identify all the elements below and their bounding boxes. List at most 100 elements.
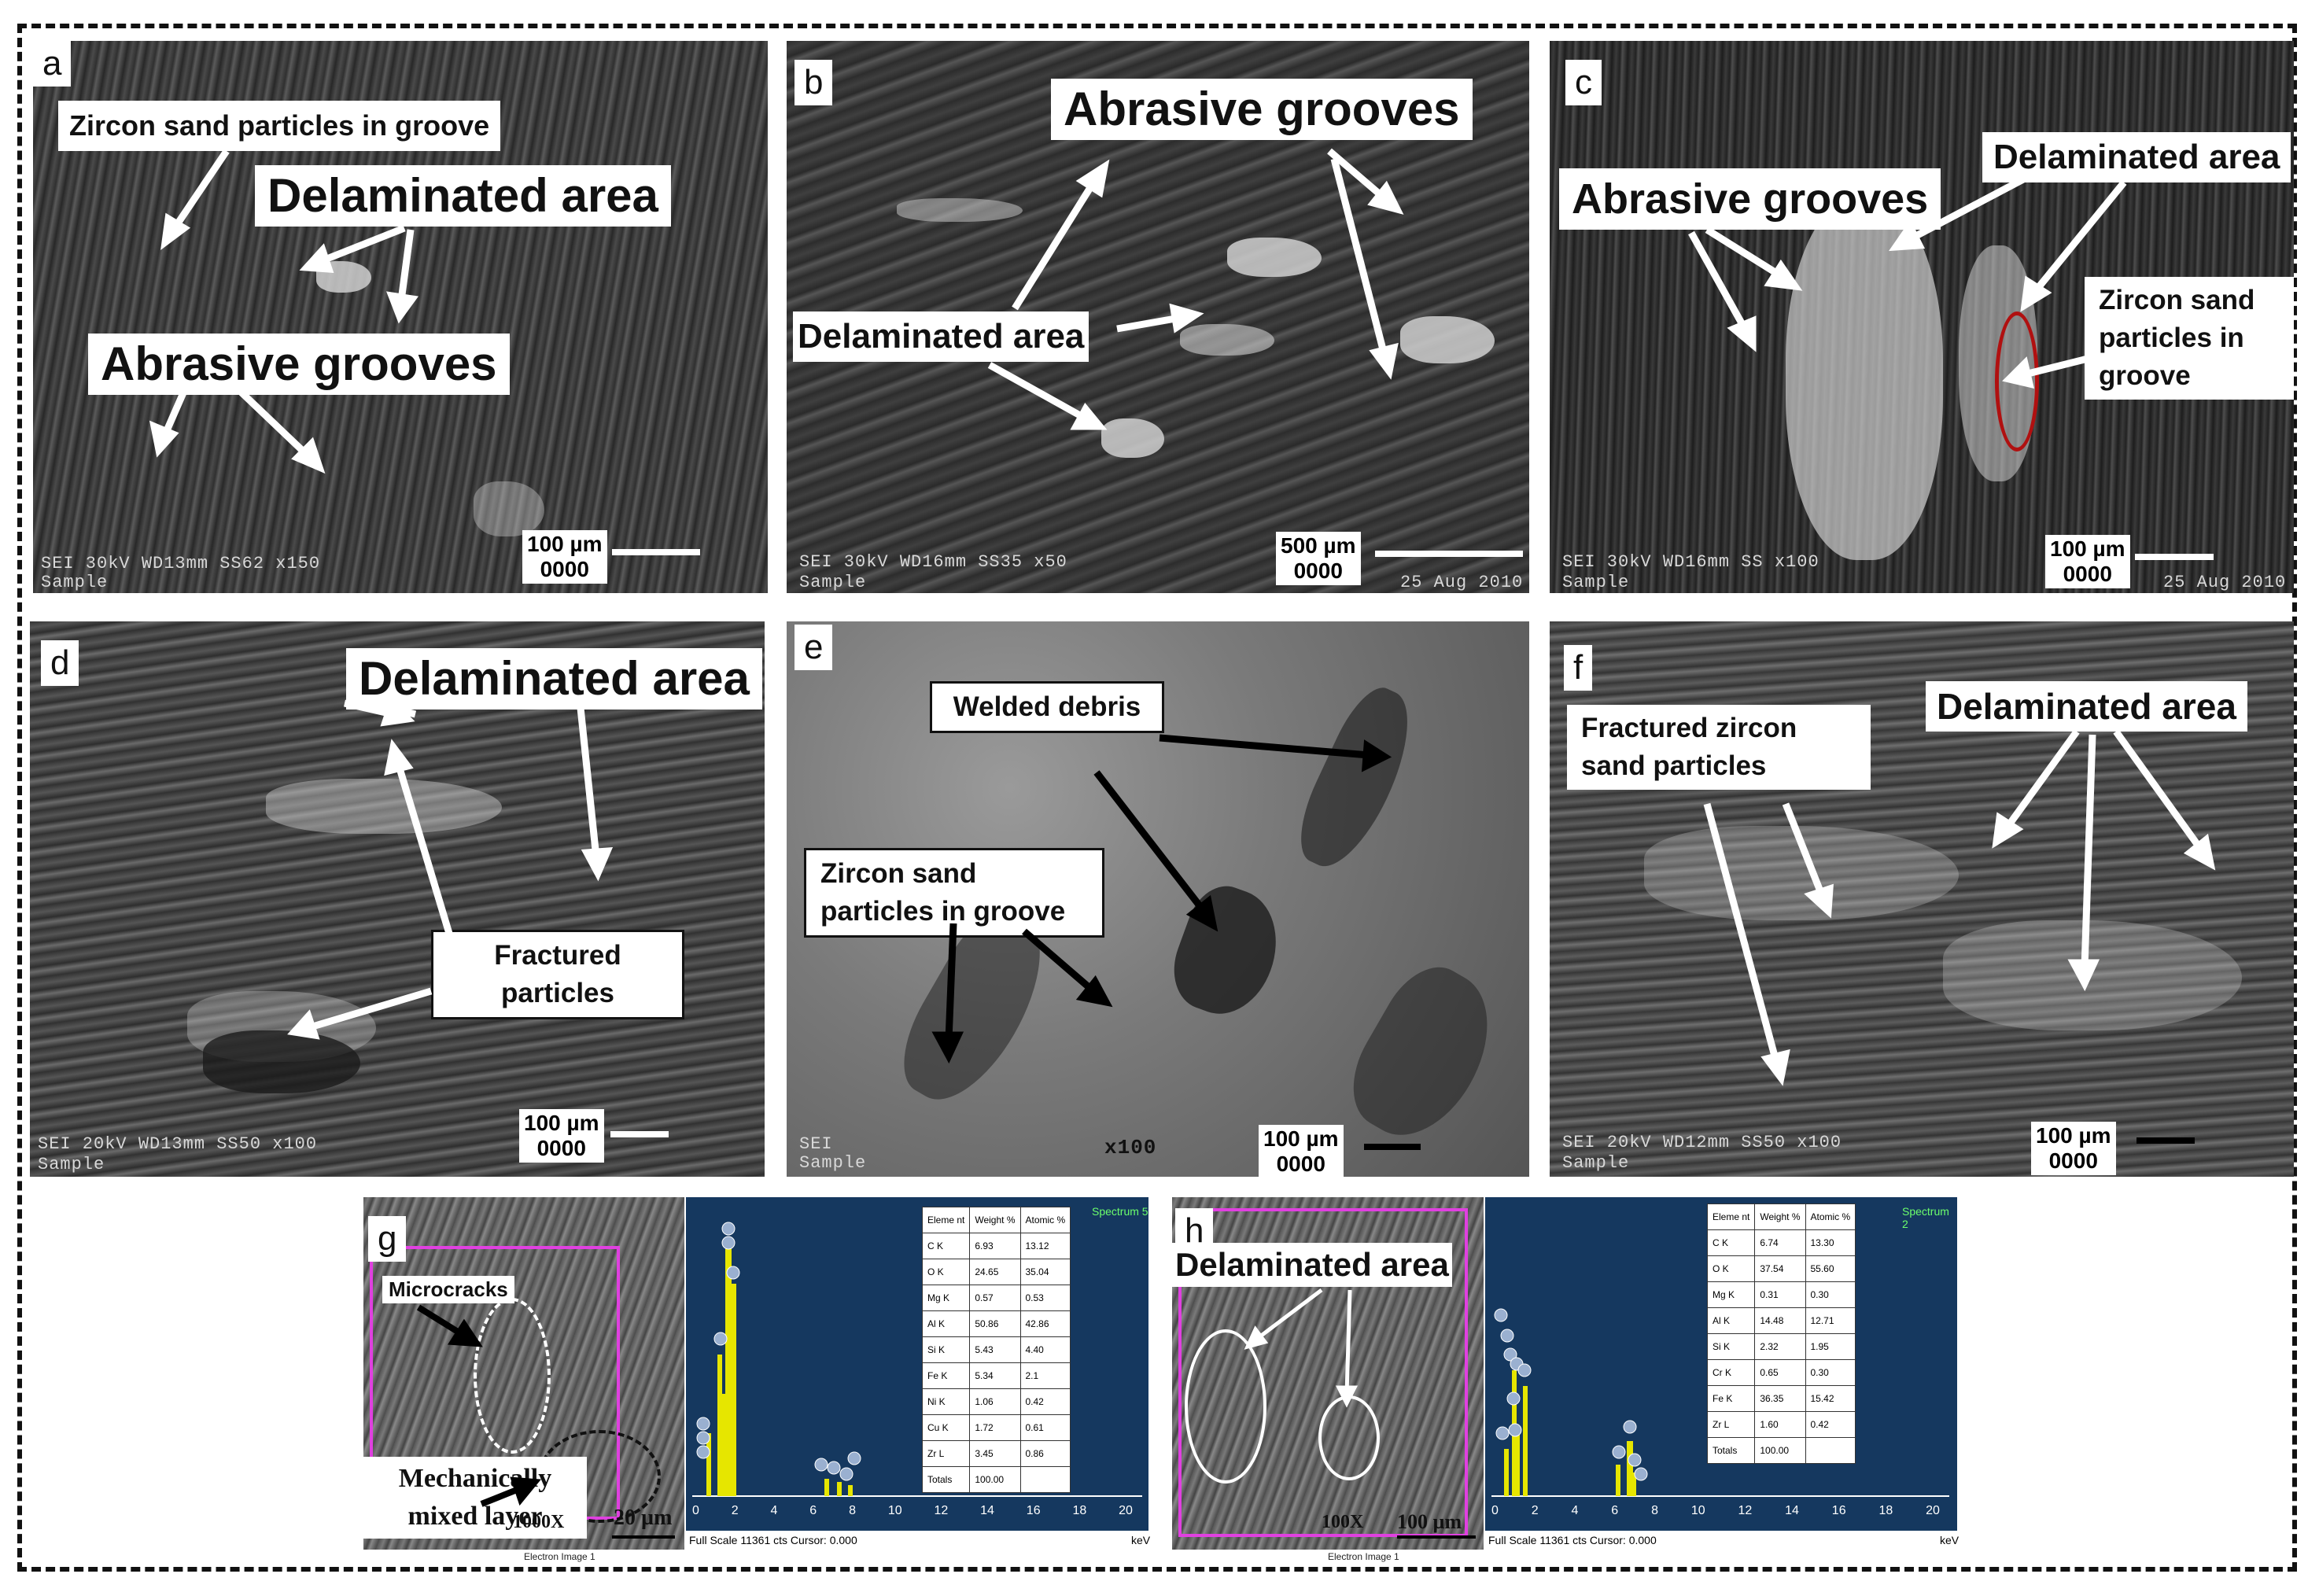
eds-spectrum-g: Spectrum 5 Eleme nt Weight % Atomic % C … bbox=[686, 1197, 1148, 1531]
panel-e-scale-label: 100 µm 0000 bbox=[1259, 1125, 1344, 1177]
panel-f-scale-mag: 0000 bbox=[2048, 1148, 2098, 1173]
panel-c-arrows bbox=[1688, 176, 2127, 389]
panel-e-scale-bar bbox=[1364, 1144, 1421, 1150]
table-cell: Si K bbox=[1706, 1333, 1756, 1360]
axis-tick: 6 bbox=[1611, 1504, 1619, 1517]
table-cell: 100.00 bbox=[1754, 1437, 1806, 1464]
table-cell: 13.12 bbox=[1019, 1233, 1071, 1259]
panel-a-delaminated-callout: Delaminated area bbox=[255, 165, 671, 227]
panel-a-meta: SEI 30kV WD13mm SS62 x150 bbox=[41, 554, 321, 573]
panel-b-scale-mag: 0000 bbox=[1293, 558, 1343, 583]
axis-tick: 6 bbox=[809, 1504, 817, 1517]
panel-d-fractured-callout-text: Fractured particles bbox=[494, 940, 621, 1008]
axis-tick: 20 bbox=[1119, 1504, 1133, 1517]
eds-spectrum-h: Spectrum 2 Eleme nt Weight % Atomic % C … bbox=[1485, 1197, 1957, 1531]
table-cell bbox=[1805, 1437, 1856, 1464]
table-cell: Fe K bbox=[921, 1362, 971, 1389]
panel-b-scale-label: 500 µm 0000 bbox=[1276, 532, 1361, 585]
table-cell: Totals bbox=[921, 1466, 971, 1493]
table-cell: Al K bbox=[1706, 1307, 1756, 1334]
panel-h-mag: 100X bbox=[1322, 1512, 1364, 1532]
eds-g-axis-ticks: 0 2 4 6 8 10 12 14 16 18 20 bbox=[692, 1504, 1133, 1518]
figure-frame bbox=[17, 24, 2297, 1572]
panel-f-scale-label: 100 µm 0000 bbox=[2031, 1122, 2116, 1175]
panel-a-image: a Zircon sand particles in groove Delami… bbox=[33, 41, 768, 593]
panel-c-zircon-callout-text: Zircon sand particles in groove bbox=[2099, 285, 2255, 391]
table-cell: 6.93 bbox=[969, 1233, 1021, 1259]
panel-g-scale-bar bbox=[612, 1535, 675, 1539]
table-cell: O K bbox=[921, 1259, 971, 1285]
axis-tick: 8 bbox=[849, 1504, 856, 1517]
eds-h-unit: keV bbox=[1940, 1534, 1960, 1546]
panel-c-delaminated-callout: Delaminated area bbox=[1982, 132, 2291, 182]
table-cell: Fe K bbox=[1706, 1385, 1756, 1412]
table-cell: 5.34 bbox=[969, 1362, 1021, 1389]
eds-g-footer: Full Scale 11361 cts Cursor: 0.000 bbox=[689, 1534, 857, 1546]
panel-f-fractured-callout: Fractured zircon sand particles bbox=[1567, 705, 1871, 790]
panel-b-label: b bbox=[795, 60, 833, 105]
panel-c-label: c bbox=[1565, 60, 1602, 105]
axis-tick: 8 bbox=[1651, 1504, 1658, 1517]
panel-b-date: 25 Aug 2010 bbox=[1400, 573, 1524, 592]
panel-e-image: e Welded debris Zircon sand particles in… bbox=[787, 621, 1529, 1177]
axis-tick: 10 bbox=[887, 1504, 902, 1517]
axis-tick: 16 bbox=[1831, 1504, 1846, 1517]
eds-h-plot bbox=[1491, 1308, 1949, 1497]
panel-f-delaminated-callout: Delaminated area bbox=[1926, 681, 2247, 732]
panel-f-label: f bbox=[1564, 645, 1593, 691]
panel-e-mag: x100 bbox=[1104, 1136, 1157, 1159]
panel-e-welded-callout: Welded debris bbox=[930, 681, 1164, 733]
panel-b-sample: Sample bbox=[799, 573, 867, 592]
panel-g-arrows bbox=[416, 1304, 541, 1507]
axis-tick: 0 bbox=[1491, 1504, 1499, 1517]
eds-g-header-atomic: Atomic % bbox=[1019, 1207, 1071, 1233]
axis-tick: 10 bbox=[1690, 1504, 1705, 1517]
panel-f-arrows bbox=[1703, 729, 2216, 1086]
table-cell: 0.31 bbox=[1754, 1281, 1806, 1308]
table-cell: C K bbox=[921, 1233, 971, 1259]
table-cell: O K bbox=[1706, 1255, 1756, 1282]
panel-h-caption: Electron Image 1 bbox=[1328, 1551, 1399, 1562]
panel-e-scale-text: 100 µm bbox=[1263, 1126, 1339, 1151]
table-cell: C K bbox=[1706, 1229, 1756, 1256]
axis-tick: 12 bbox=[1738, 1504, 1753, 1517]
panel-b-arrows bbox=[987, 148, 1404, 430]
panel-a-scale-bar bbox=[612, 549, 700, 555]
panel-c-date: 25 Aug 2010 bbox=[2163, 573, 2287, 592]
table-cell: Zr L bbox=[921, 1440, 971, 1467]
table-cell: 2.32 bbox=[1754, 1333, 1806, 1360]
axis-tick: 18 bbox=[1878, 1504, 1893, 1517]
panel-b-delaminated-callout: Delaminated area bbox=[793, 311, 1089, 362]
table-cell: Mg K bbox=[1706, 1281, 1756, 1308]
panel-f-scale-text: 100 µm bbox=[2036, 1123, 2111, 1148]
panel-h-scale-text: 100 µm bbox=[1397, 1510, 1462, 1533]
eds-g-header-element: Eleme nt bbox=[921, 1207, 971, 1233]
panel-a-grooves-callout: Abrasive grooves bbox=[88, 334, 510, 395]
table-cell: 1.06 bbox=[969, 1388, 1021, 1415]
panel-h-arrows bbox=[1244, 1288, 1359, 1408]
panel-d-scale-mag: 0000 bbox=[536, 1136, 586, 1160]
panel-g-label: g bbox=[368, 1216, 407, 1262]
panel-b-image: b Abrasive grooves Delaminated area SEI … bbox=[787, 41, 1529, 593]
panel-e-welded-callout-text: Welded debris bbox=[953, 691, 1141, 722]
panel-c-scale-label: 100 µm 0000 bbox=[2045, 535, 2130, 588]
table-cell: 6.74 bbox=[1754, 1229, 1806, 1256]
table-cell: 0.42 bbox=[1805, 1411, 1856, 1438]
panel-c-scale-text: 100 µm bbox=[2050, 536, 2125, 561]
panel-f-sample: Sample bbox=[1562, 1153, 1630, 1173]
axis-tick: 14 bbox=[980, 1504, 994, 1517]
table-cell: 24.65 bbox=[969, 1259, 1021, 1285]
panel-g-image: g Microcracks Mechanically mixed layer 1… bbox=[363, 1197, 684, 1550]
